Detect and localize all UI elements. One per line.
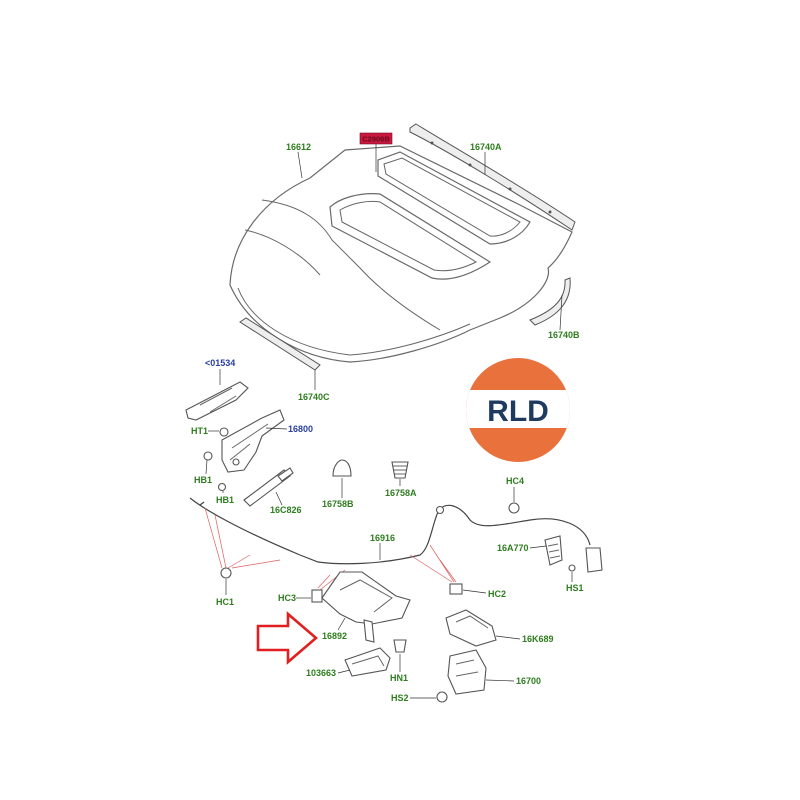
hinge-cover-part <box>185 381 249 421</box>
clip-hc4 <box>508 502 520 514</box>
hood-panel <box>229 145 573 363</box>
rld-logo-text: RLD <box>487 395 549 428</box>
cable-clip-leaders <box>204 507 457 591</box>
label-hinge-cover: <01534 <box>205 358 235 368</box>
label-bracket: 103663 <box>306 668 336 678</box>
label-latch-bracket: 16892 <box>322 631 347 641</box>
label-gas-strut: 16C826 <box>270 505 302 515</box>
bracket-103663-part <box>344 647 391 677</box>
label-release-handle: 16A770 <box>497 543 529 553</box>
label-hs1: HS1 <box>566 583 584 593</box>
label-hs2: HS2 <box>391 693 409 703</box>
label-hb1-mid: HB1 <box>194 475 212 485</box>
latch-bracket-part <box>321 571 411 643</box>
label-hn1: HN1 <box>390 673 408 683</box>
gas-strut-part <box>243 467 294 507</box>
bump-stop-a-part <box>391 461 409 479</box>
label-hinge: 16800 <box>288 424 313 434</box>
clip-hc1 <box>220 567 232 579</box>
label-hc4: HC4 <box>506 476 524 486</box>
bolt-hb1-mid <box>203 451 213 461</box>
label-cable: 16916 <box>370 533 395 543</box>
label-bump-stop-a: 16758A <box>385 488 417 498</box>
nut-hn1 <box>393 639 407 653</box>
release-handle-part <box>544 535 603 573</box>
seal-top-strip <box>409 123 576 231</box>
bolt-hb1-low <box>217 482 227 492</box>
label-ht1: HT1 <box>191 426 208 436</box>
clip-hc2 <box>449 583 463 595</box>
bump-stop-b-part <box>332 459 352 477</box>
label-bump-stop-b: 16758B <box>322 499 354 509</box>
screw-hs1 <box>568 564 576 572</box>
label-hood: 16612 <box>286 142 311 152</box>
label-seal-right: 16740B <box>548 330 580 340</box>
label-latch-cover: 16K689 <box>522 634 554 644</box>
screw-hs2 <box>436 691 448 703</box>
hood-code-badge-text: C2906B <box>362 135 390 144</box>
label-hc1: HC1 <box>216 597 234 607</box>
seal-right-strip <box>529 277 571 326</box>
bolt-ht1 <box>219 427 229 437</box>
label-seal-left: 16740C <box>298 392 330 402</box>
label-hb1-low: HB1 <box>216 495 234 505</box>
label-seal-top: 16740A <box>470 142 502 152</box>
latch-part <box>447 649 487 695</box>
seal-left-strip <box>239 317 321 371</box>
latch-cover-part <box>445 609 497 647</box>
label-latch: 16700 <box>516 676 541 686</box>
rld-logo: RLD <box>466 358 570 462</box>
highlight-arrow <box>256 611 318 665</box>
label-hc2: HC2 <box>488 589 506 599</box>
release-cable-part <box>189 497 591 565</box>
clip-hc3 <box>311 589 323 603</box>
hinge-part <box>221 409 285 473</box>
label-hc3: HC3 <box>278 593 296 603</box>
